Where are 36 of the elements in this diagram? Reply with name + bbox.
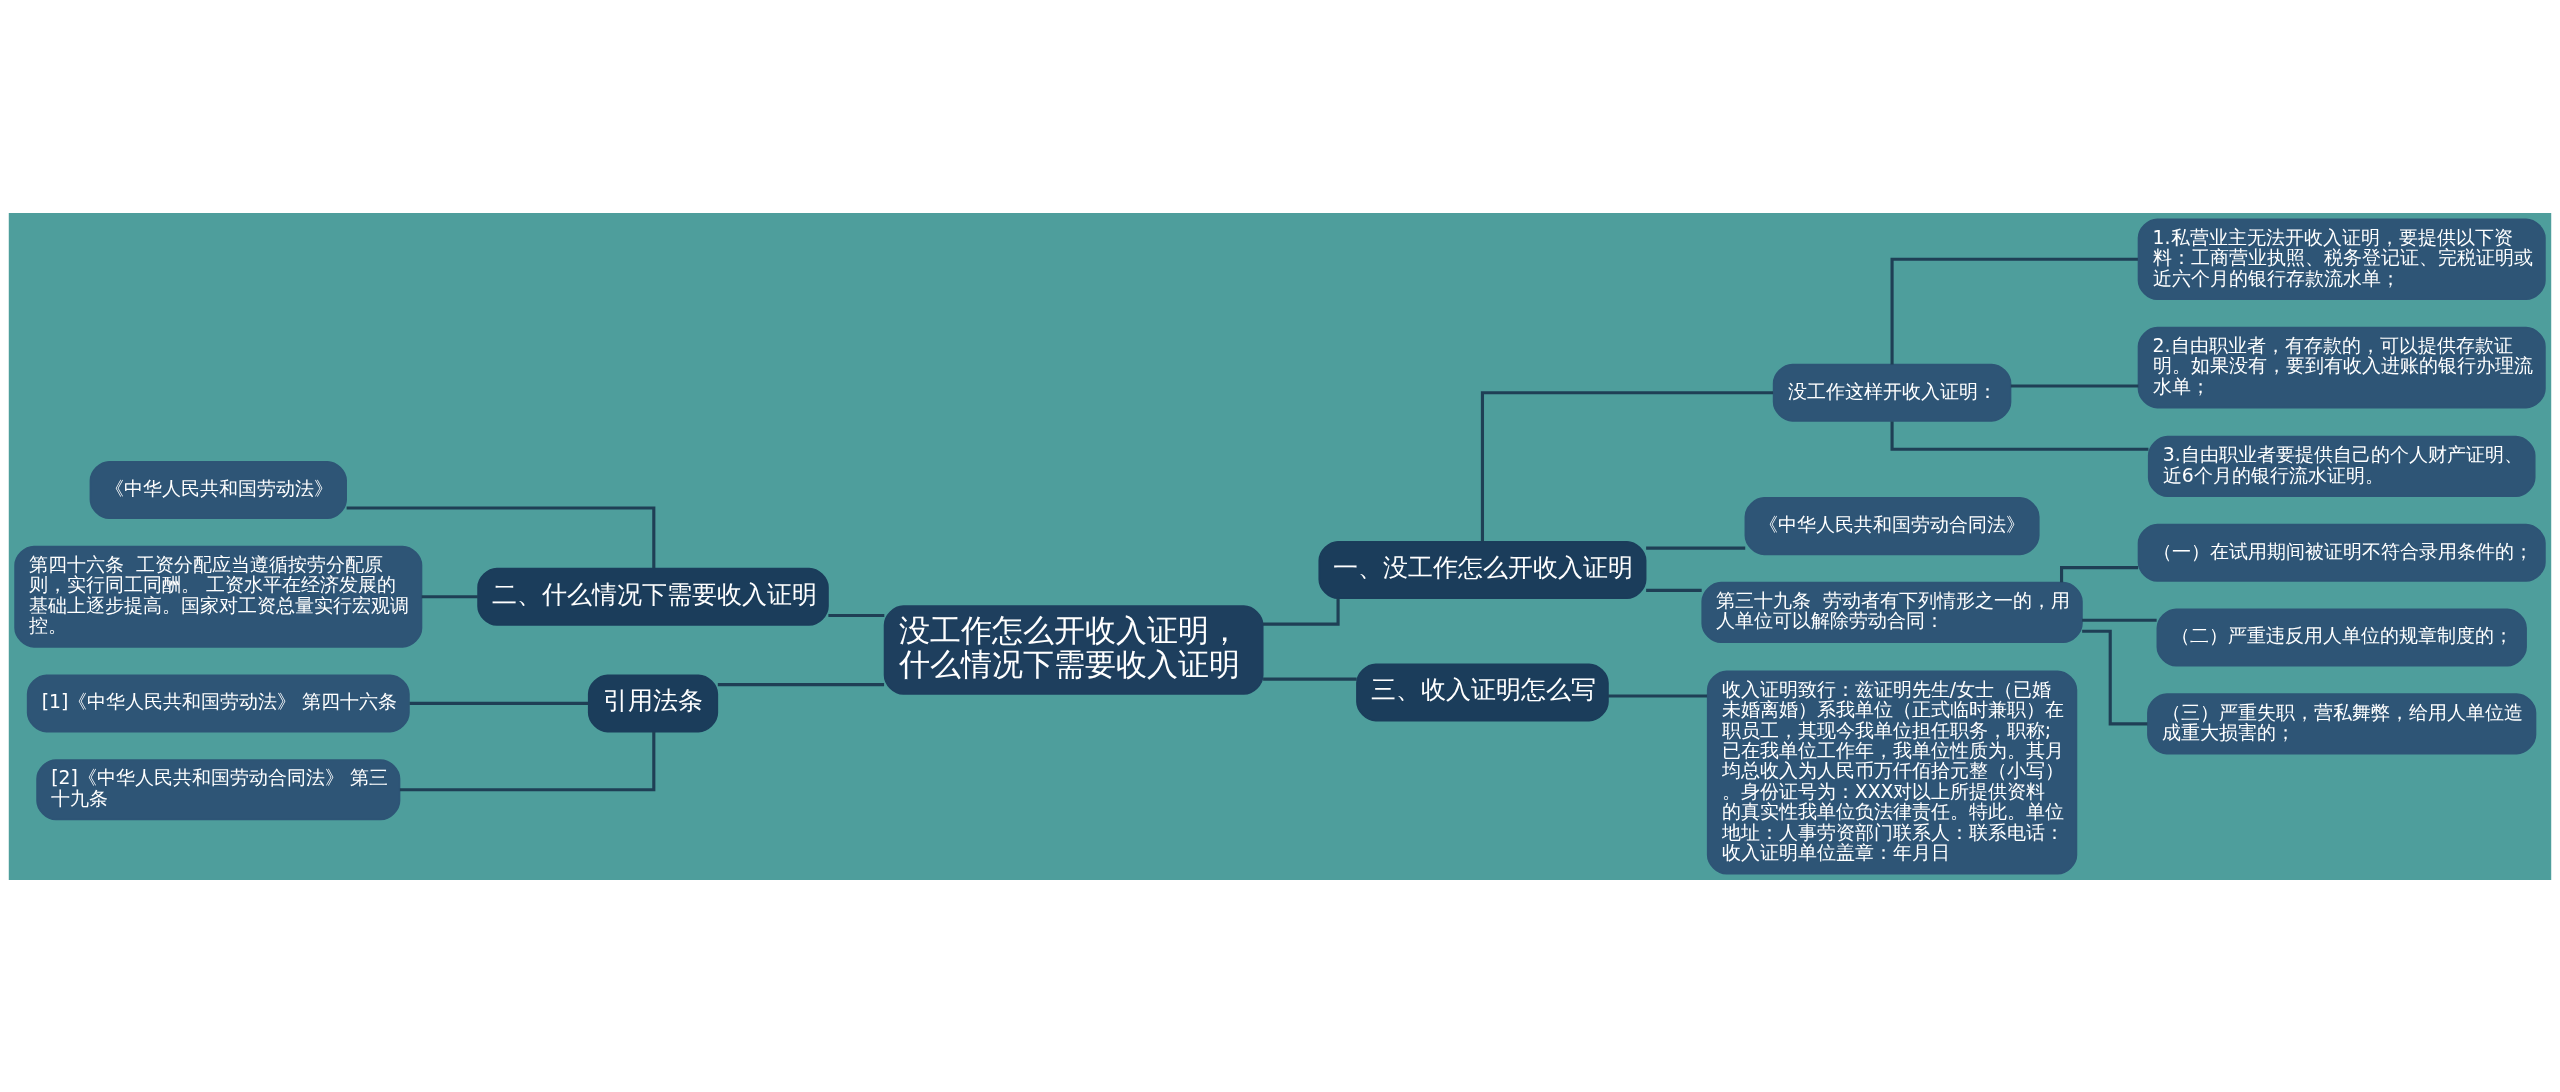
connector (1263, 597, 1340, 626)
node-box: 没工作这样开收入证明： (1772, 363, 2012, 422)
connector (1890, 421, 2149, 451)
node-box: （二）严重违反用人单位的规章制度的； (2156, 608, 2527, 667)
connector (421, 594, 478, 598)
node-box: [1]《中华人民共和国劳动法》 第四十六条 (26, 673, 410, 732)
node-box: 2.自由职业者，有存款的，可以提供存款证明。如果没有，要到有收入进账的银行办理流水单； (2137, 326, 2546, 408)
node-box: [2]《中华人民共和国劳动合同法》 第三十九条 (36, 758, 401, 820)
node-box: 《中华人民共和国劳动法》 (89, 460, 347, 519)
connector (1608, 693, 1708, 698)
node-box: （一）在试用期间被证明不符合录用条件的； (2137, 523, 2546, 582)
node-box: 没工作怎么开收入证明，什么情况下需要收入证明 (883, 604, 1264, 695)
node-box: （三）严重失职，营私舞弊，给用人单位造成重大损害的； (2147, 692, 2537, 754)
node-box: 第四十六条 工资分配应当遵循按劳分配原则，实行同工同酬。 工资水平在经济发展的基础上逐步提高。国家对工资总量实行宏观调控。 (14, 545, 423, 648)
connector (1263, 677, 1357, 681)
node-box: 3.自由职业者要提供自己的个人财产证明、近6个月的银行流水证明。 (2147, 435, 2536, 497)
connector (828, 613, 885, 617)
connector (2082, 618, 2157, 622)
node-box: 一、没工作怎么开收入证明 (1318, 540, 1647, 599)
connector (409, 701, 589, 705)
node-box: 三、收入证明怎么写 (1356, 662, 1609, 721)
node-box: 第三十九条 劳动者有下列情形之一的，用人单位可以解除劳动合同： (1701, 581, 2083, 643)
node-box: 二、什么情况下需要收入证明 (477, 567, 829, 626)
connector (2010, 383, 2139, 388)
node-box: 收入证明致行：兹证明先生/女士（已婚未婚离婚）系我单位（正式临时兼职）在职员工，其现今我单位担任职务，职称;已在我单位工作年，我单位性质为。其月均总收入为人民币万仟佰拾元整（小写）。身份证号为：XXX对以上所提供资料的真实性我单位负法律责任。特此。单位地址：人事劳资部门联系人：联系电话：收入证明单位盖章：年月日 (1706, 670, 2078, 874)
node-box: 《中华人民共和国劳动合同法》 (1744, 496, 2040, 555)
connector (1646, 546, 1746, 550)
connector (1890, 257, 2138, 364)
connector (346, 506, 656, 568)
node-box: 引用法条 (587, 673, 719, 732)
connector (2060, 565, 2139, 582)
connector (1480, 390, 1774, 542)
connector (399, 731, 656, 791)
node-box: 1.私营业主无法开收入证明，要提供以下资料：工商营业执照、税务登记证、完税证明或近六个月的银行存款流水单； (2137, 218, 2546, 300)
connector (717, 682, 885, 686)
connector (1646, 588, 1702, 592)
